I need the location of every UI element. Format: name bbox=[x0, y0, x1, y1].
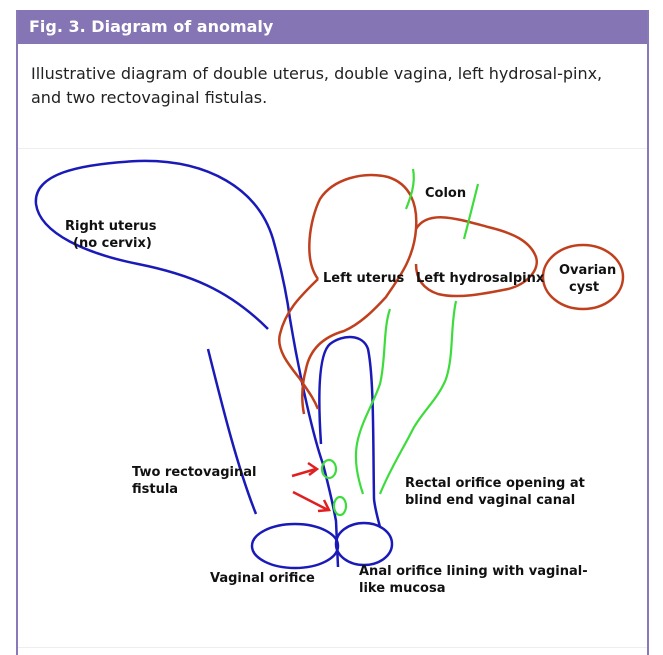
label-fistula-2: fistula bbox=[132, 482, 178, 497]
right-vagina-outline bbox=[208, 319, 323, 514]
label-ovarian-cyst-2: cyst bbox=[569, 280, 599, 295]
figure-caption: Illustrative diagram of double uterus, d… bbox=[31, 62, 631, 110]
label-vaginal-orifice: Vaginal orifice bbox=[210, 571, 315, 586]
figure-title: Fig. 3. Diagram of anomaly bbox=[18, 10, 647, 44]
label-right-uterus-2: (no cervix) bbox=[73, 236, 152, 251]
label-anal-orifice-2: like mucosa bbox=[359, 581, 446, 596]
label-right-uterus-1: Right uterus bbox=[65, 219, 157, 234]
fistula-lower bbox=[334, 497, 346, 515]
left-uterus-outline bbox=[279, 175, 416, 414]
label-left-hydrosalpinx: Left hydrosalpinx bbox=[416, 271, 545, 286]
label-fistula-1: Two rectovaginal bbox=[132, 465, 256, 480]
arrow-lower-icon bbox=[293, 492, 329, 511]
left-vagina-outline bbox=[319, 337, 380, 527]
label-rectal-orifice-1: Rectal orifice opening at bbox=[405, 476, 585, 491]
anomaly-diagram: Right uterus (no cervix) Colon Left uter… bbox=[18, 148, 647, 648]
figure-frame: Fig. 3. Diagram of anomaly Illustrative … bbox=[16, 10, 649, 655]
label-rectal-orifice-2: blind end vaginal canal bbox=[405, 493, 575, 508]
rectum-outline-right bbox=[380, 301, 456, 494]
label-colon: Colon bbox=[425, 186, 466, 201]
label-ovarian-cyst-1: Ovarian bbox=[559, 263, 616, 278]
vaginal-orifice-shape bbox=[252, 524, 338, 568]
label-left-uterus: Left uterus bbox=[323, 271, 404, 286]
anatomy-drawing: Right uterus (no cervix) Colon Left uter… bbox=[18, 149, 647, 647]
label-anal-orifice-1: Anal orifice lining with vaginal- bbox=[359, 564, 588, 579]
anal-orifice-shape bbox=[336, 523, 392, 565]
arrow-upper-icon bbox=[292, 463, 317, 476]
